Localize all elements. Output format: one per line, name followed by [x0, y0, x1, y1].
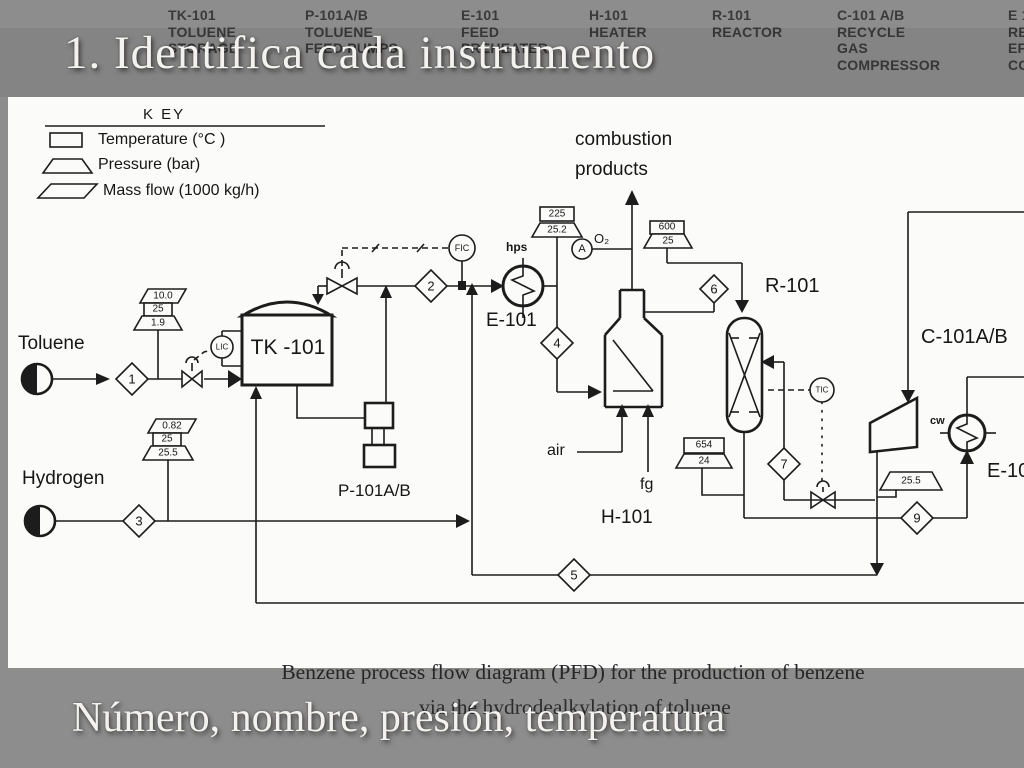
- equipment-header-c101: C-101 A/B RECYCLE GAS COMPRESSOR: [837, 7, 941, 73]
- fg-label: fg: [640, 476, 654, 493]
- analyzer-label: A: [578, 243, 586, 255]
- stream-diamond-4: 4: [553, 335, 561, 351]
- flag-r101-pressure: 24: [698, 455, 710, 467]
- key-item-massflow: Mass flow (1000 kg/h): [103, 182, 260, 199]
- stream-diamond-6: 6: [710, 281, 718, 297]
- r101-label: R-101: [765, 275, 820, 297]
- c101-label: C-101A/B: [921, 326, 1008, 348]
- stream-diamond-9: 9: [913, 510, 921, 526]
- pfd-scan-background: [8, 97, 1024, 668]
- title-band: [0, 28, 1024, 97]
- stream-diamond-1: 1: [128, 371, 136, 387]
- equipment-header-e101: E-101 FEED PREHEATER: [461, 7, 549, 56]
- figure-caption-line2: via the hydrodealkylation of toluene: [419, 695, 731, 719]
- slide-title: 1. Identifica cada instrumento: [64, 27, 656, 79]
- pump-label: P-101A/B: [338, 481, 411, 500]
- stream-diamond-3: 3: [135, 513, 143, 529]
- flag-h101-temperature: 600: [658, 221, 676, 233]
- tic-label: TIC: [815, 385, 829, 395]
- key-item-temperature: Temperature (°C ): [98, 131, 226, 148]
- stream-diamond-7: 7: [780, 456, 788, 472]
- equipment-header-h101: H-101 HEATER: [589, 7, 647, 40]
- flag-recycle-pressure: 25.5: [901, 475, 921, 487]
- e102-label: E-10: [987, 460, 1024, 482]
- combustion-products-label: combustion products: [575, 129, 673, 180]
- h101-label: H-101: [601, 507, 653, 528]
- flag-h101-pressure: 25: [662, 235, 674, 247]
- lic-label: LIC: [215, 342, 229, 352]
- air-label: air: [547, 442, 565, 459]
- flag-e101-temperature: 225: [548, 208, 566, 220]
- toluene-feed-label: Toluene: [18, 333, 85, 354]
- equipment-header-r101: R-101 REACTOR: [712, 7, 783, 40]
- equipment-header-e102: E 102 REACTOR EFFLUENT COOLER: [1008, 7, 1024, 73]
- equipment-header-p101: P-101A/B TOLUENE FEED PUMPS: [305, 7, 399, 56]
- stream-diamond-2: 2: [427, 278, 435, 294]
- flag-e101-pressure: 25.2: [547, 224, 567, 236]
- equipment-header-tk101: TK-101 TOLUENE STORAGE: [168, 7, 239, 56]
- hydrogen-feed-label: Hydrogen: [22, 468, 105, 489]
- flag-toluene-temperature: 25: [152, 303, 164, 315]
- o2-label: O₂: [594, 231, 610, 246]
- flag-toluene-pressure: 1.9: [151, 317, 165, 329]
- flag-hydrogen-pressure: 25.5: [158, 447, 178, 459]
- stream-diamond-5: 5: [570, 567, 578, 583]
- tank-label: TK -101: [250, 336, 326, 359]
- flag-hydrogen-massflow: 0.82: [162, 420, 182, 432]
- fic-label: FIC: [454, 243, 470, 253]
- slide-footer: Número, nombre, presión, temperatura: [72, 695, 726, 741]
- hps-label: hps: [506, 240, 528, 254]
- e101-label: E-101: [486, 310, 537, 331]
- flag-hydrogen-temperature: 25: [161, 433, 173, 445]
- figure-caption-line1: Benzene process flow diagram (PFD) for t…: [281, 660, 865, 684]
- key-item-pressure: Pressure (bar): [98, 156, 201, 173]
- flag-toluene-massflow: 10.0: [153, 290, 173, 302]
- flag-r101-temperature: 654: [695, 439, 713, 451]
- cw-label: cw: [930, 415, 945, 427]
- key-title: K EY: [143, 106, 186, 123]
